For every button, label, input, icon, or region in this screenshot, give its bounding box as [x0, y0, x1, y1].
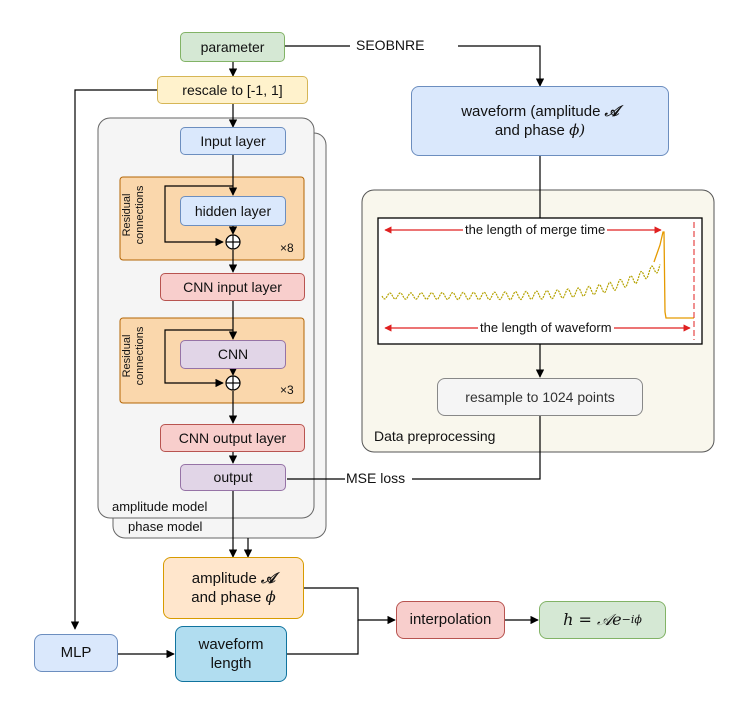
waveform-signal — [381, 264, 661, 301]
edge-residual-skip-1 — [164, 185, 233, 247]
waveform-length-plot-label: the length of waveform — [478, 320, 614, 335]
repeat-count-2: ×3 — [280, 383, 294, 397]
waveform-top-amplitude-symbol: 𝒜 — [604, 101, 619, 120]
waveform-top-line2: and phase — [494, 122, 565, 139]
resample-node: resample to 1024 points — [437, 378, 643, 416]
waveform-length-line2: length — [210, 655, 252, 672]
sum-node-2 — [225, 375, 241, 391]
data-preprocessing-label: Data preprocessing — [374, 428, 496, 444]
cnn-input-layer-node: CNN input layer — [160, 273, 305, 301]
interpolation-node: interpolation — [396, 601, 505, 639]
edge-seobnre-waveform — [458, 45, 545, 87]
output-node: output — [180, 464, 286, 491]
residual-connections-label-2: Residual connections — [121, 326, 147, 386]
waveform-top-phase-symbol: ϕ) — [569, 121, 586, 139]
cnn-output-layer-node: CNN output layer — [160, 424, 305, 452]
residual-connections-label-1: Residual connections — [121, 185, 147, 245]
result-equation-base: h = 𝒜e — [563, 609, 622, 629]
merge-time-label: the length of merge time — [463, 222, 608, 237]
waveform-amplitude-phase-node: waveform (amplitude 𝒜 and phase ϕ) — [411, 86, 669, 156]
waveform-signal-tail — [653, 231, 694, 319]
amplitude-model-label: amplitude model — [112, 499, 208, 514]
waveform-length-node: waveform length — [175, 626, 287, 682]
amp-phase-phase-symbol: ϕ — [265, 588, 276, 606]
edge-length-interp — [287, 620, 359, 655]
seobnre-label: SEOBNRE — [356, 37, 425, 53]
input-layer-node: Input layer — [180, 127, 286, 155]
amp-phase-amplitude-symbol: 𝒜 — [261, 568, 276, 587]
phase-model-label: phase model — [128, 519, 203, 534]
mlp-node: MLP — [34, 634, 118, 672]
edge-amp-interp — [304, 587, 396, 625]
repeat-count-1: ×8 — [280, 241, 294, 255]
cnn-node: CNN — [180, 340, 286, 369]
edge-residual-skip-2 — [164, 329, 233, 388]
rescale-node: rescale to [-1, 1] — [157, 76, 308, 104]
parameter-node: parameter — [180, 32, 285, 62]
amp-phase-line2: and phase — [191, 589, 262, 606]
edge-rescale-mlp — [70, 89, 157, 630]
sum-node-1 — [225, 234, 241, 250]
result-equation-node: h = 𝒜e−iϕ — [539, 601, 666, 639]
mse-loss-label: MSE loss — [346, 470, 406, 486]
result-equation-exponent: −iϕ — [621, 612, 642, 626]
hidden-layer-node: hidden layer — [180, 196, 286, 226]
amp-phase-line1: amplitude — [191, 569, 257, 587]
waveform-top-line1: waveform (amplitude — [461, 102, 601, 120]
amplitude-phase-node: amplitude 𝒜 and phase ϕ — [163, 557, 304, 619]
waveform-length-line1: waveform — [198, 635, 264, 653]
edge-mse-resample — [412, 416, 541, 480]
